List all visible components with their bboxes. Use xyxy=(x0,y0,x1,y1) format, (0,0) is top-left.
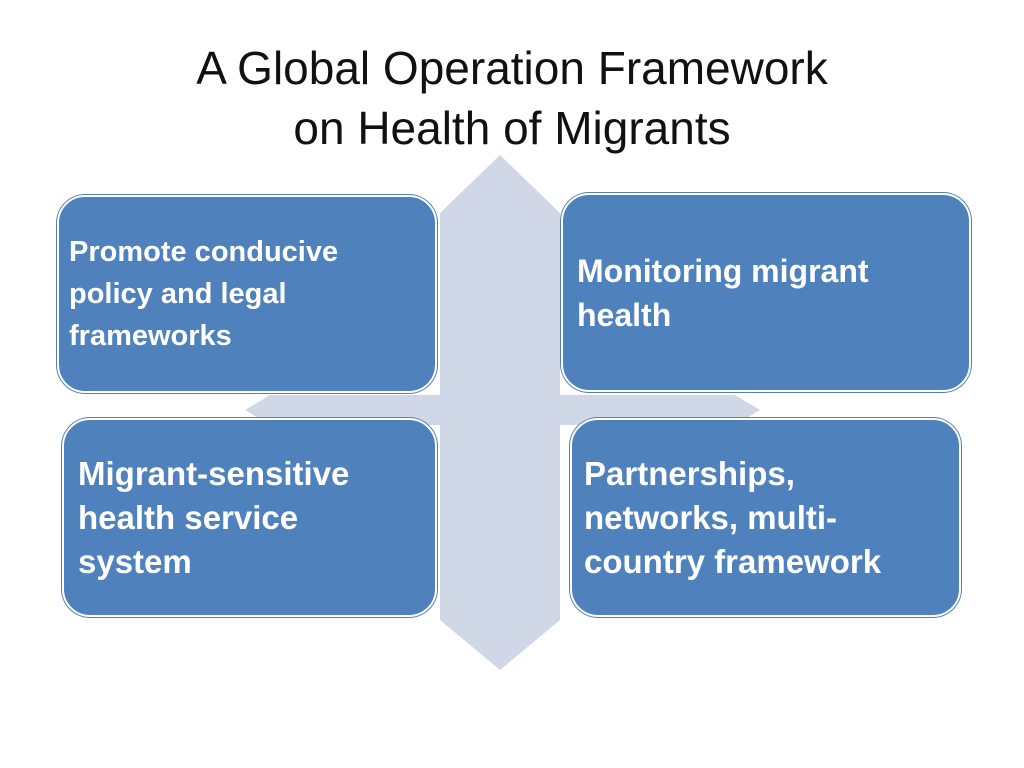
card-policy-legal-frameworks: Promote conducive policy and legal frame… xyxy=(57,195,437,393)
card-monitoring-migrant-health: Monitoring migrant health xyxy=(561,193,971,392)
card-label: Promote conducive policy and legal frame… xyxy=(69,236,339,352)
card-label: Monitoring migrant health xyxy=(577,252,869,333)
title-line-2: on Health of Migrants xyxy=(293,102,731,154)
page-title: A Global Operation Framework on Health o… xyxy=(0,38,1024,158)
double-arrow-horizontal xyxy=(245,395,760,425)
title-line-1: A Global Operation Framework xyxy=(196,42,828,94)
card-health-service-system: Migrant-sensitive health service system xyxy=(62,418,437,617)
card-label: Partnerships, networks, multi- country f… xyxy=(584,454,882,580)
card-label: Migrant-sensitive health service system xyxy=(78,454,350,580)
card-partnerships-networks: Partnerships, networks, multi- country f… xyxy=(570,418,961,617)
